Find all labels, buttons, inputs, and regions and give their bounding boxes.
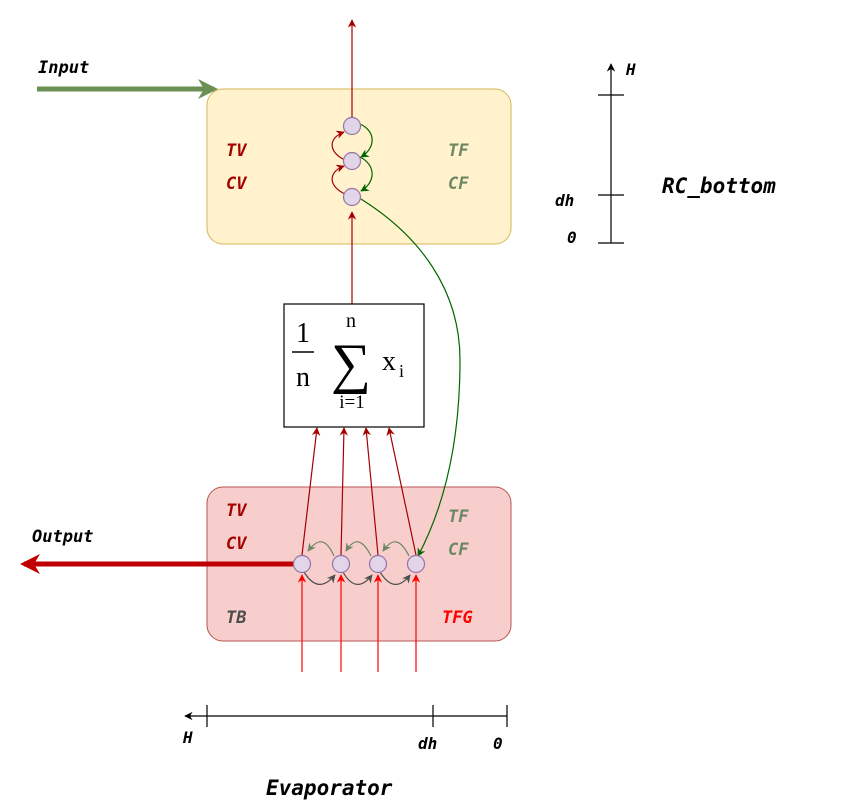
horizontal-axis-label-h: H [182, 728, 193, 747]
top-cv-label: CV [226, 174, 247, 194]
top-node-2 [342, 151, 362, 171]
rc-bottom-title: RC_bottom [662, 174, 776, 198]
bottom-green-arc-1 [307, 541, 335, 557]
top-up-curve-1 [331, 164, 346, 195]
formula-lower-limit: i=1 [339, 392, 365, 413]
vertical-axis-label-zero: 0 [567, 228, 577, 247]
horizontal-axis-label-zero: 0 [493, 734, 503, 753]
top-cf-label: CF [448, 174, 469, 194]
bottom-green-arc-2 [345, 541, 372, 557]
bottom-tb-label: TB [226, 608, 246, 628]
bottom-node-2 [331, 554, 351, 574]
vertical-height-axis: H dh 0 [555, 60, 636, 247]
vertical-axis-label-dh: dh [555, 191, 574, 210]
bottom-gray-arc-3 [379, 571, 411, 585]
bottom-cf-label: CF [448, 540, 469, 560]
top-to-bottom-feedback-curve [360, 198, 461, 557]
bottom-to-formula-arrow-3 [362, 427, 379, 556]
horizontal-height-axis: H dh 0 [182, 705, 508, 753]
top-tf-label: TF [448, 141, 469, 161]
evaporator-title: Evaporator [266, 776, 393, 800]
bottom-to-formula-arrow-2 [339, 427, 349, 556]
top-down-curve-1 [359, 123, 373, 158]
bottom-node-1 [292, 554, 312, 574]
bottom-to-formula-arrow-4 [386, 427, 417, 556]
bottom-tv-label: TV [226, 501, 247, 521]
top-node-1 [342, 116, 362, 136]
bottom-node-3 [368, 554, 388, 574]
formula-upper-limit: n [346, 310, 356, 332]
formula-sigma: ∑ [331, 333, 371, 395]
top-tv-label: TV [226, 141, 247, 161]
bottom-cv-label: CV [226, 534, 247, 554]
bottom-to-formula-arrow-1 [301, 427, 321, 556]
formula-numerator: 1 [296, 318, 310, 349]
input-label: Input [38, 58, 89, 78]
formula-subscript: i [399, 361, 404, 381]
top-up-curve-2 [331, 130, 346, 161]
output-label: Output [32, 527, 93, 547]
horizontal-axis-label-dh: dh [418, 734, 437, 753]
formula-term: x [382, 346, 396, 377]
bottom-green-arc-3 [382, 541, 410, 557]
bottom-node-4 [406, 554, 426, 574]
bottom-gray-arc-2 [342, 571, 373, 585]
bottom-tfg-label: TFG [442, 608, 473, 628]
top-node-3 [342, 187, 362, 207]
bottom-gray-arc-1 [303, 571, 336, 585]
average-formula: 1 n n ∑ i=1 x i [292, 310, 404, 413]
formula-denominator: n [296, 362, 310, 393]
top-down-curve-2 [359, 156, 373, 192]
average-formula-box [283, 303, 425, 428]
vertical-axis-label-h: H [625, 60, 636, 79]
bottom-tf-label: TF [448, 507, 469, 527]
